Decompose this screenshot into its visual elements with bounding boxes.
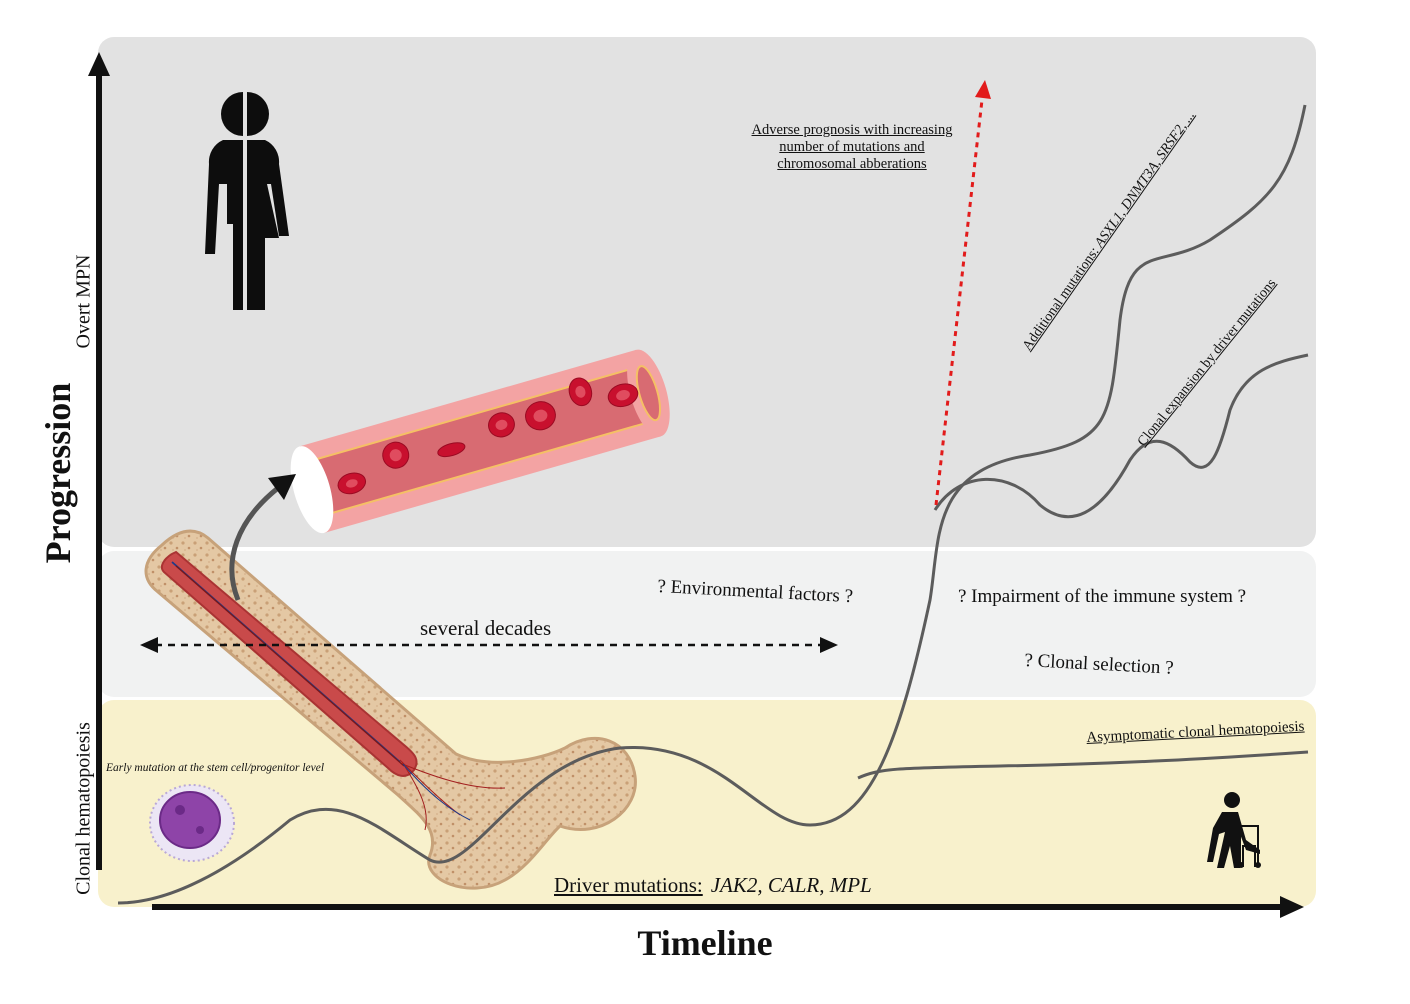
clonal-expansion-curve	[933, 353, 1309, 519]
early-mutation-label: Early mutation at the stem cell/progenit…	[106, 762, 325, 774]
bone-to-vessel-arrow	[229, 486, 280, 601]
several-decades-label: several decades	[420, 616, 552, 640]
driver-mutations-title: Driver mutations:	[554, 873, 703, 897]
main-progression-curve	[117, 104, 1307, 905]
bone-to-vessel-arrowhead	[268, 474, 296, 500]
several-decades-arrow	[140, 637, 838, 653]
driver-mutations-label: Driver mutations: JAK2, CALR, MPL	[554, 873, 872, 898]
clonal-hematopoiesis-band	[98, 700, 1316, 907]
y-axis	[88, 52, 110, 870]
stage-label-overt-mpn: Overt MPN	[72, 254, 95, 349]
driver-mutations-genes: JAK2, CALR, MPL	[710, 873, 872, 897]
x-axis	[152, 896, 1304, 918]
person-icon	[205, 92, 289, 310]
stem-cell-icon	[149, 784, 235, 862]
blood-vessel-icon	[290, 349, 670, 534]
adverse-prognosis-label: Adverse prognosis with increasing number…	[751, 122, 953, 172]
asymptomatic-curve	[857, 750, 1309, 780]
immune-impairment-label: ? Impairment of the immune system ?	[958, 586, 1247, 607]
adverse-prognosis-arrow	[934, 99, 984, 506]
bone-marrow-icon	[144, 529, 637, 890]
x-axis-label: Timeline	[637, 923, 773, 963]
stage-label-clonal-hematopoiesis: Clonal hematopoiesis	[72, 722, 95, 895]
adverse-prognosis-arrowhead	[975, 80, 991, 99]
y-axis-label: Progression	[38, 382, 78, 564]
elderly-walker-icon	[1207, 792, 1261, 868]
